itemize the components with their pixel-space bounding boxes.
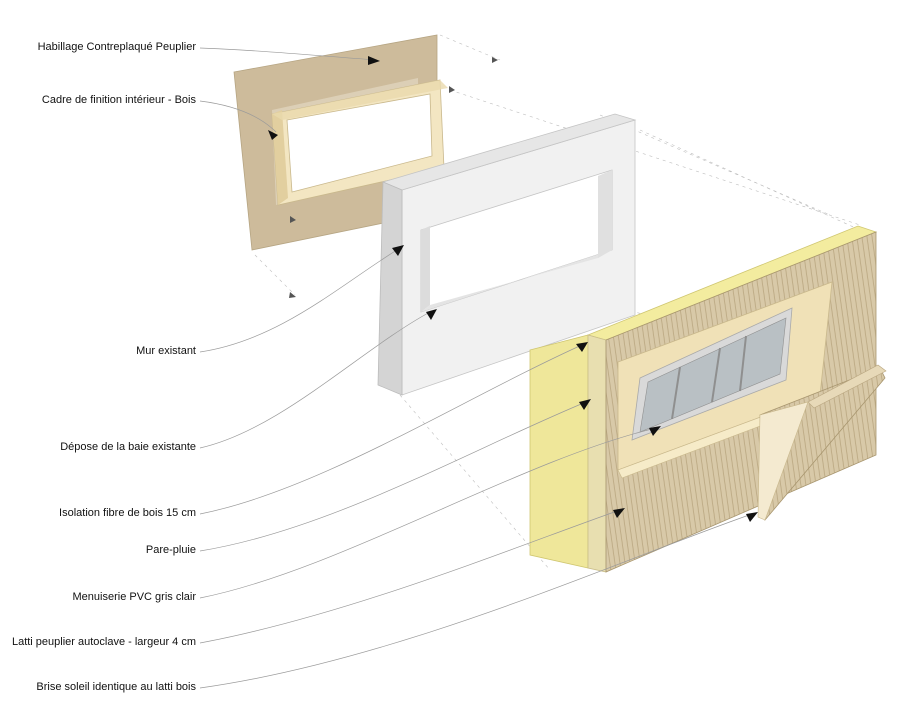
projection-lines (254, 34, 871, 571)
window-mullion-3 (739, 335, 747, 392)
leader-lines (199, 47, 753, 689)
window-mullion-2 (711, 347, 721, 403)
arrow-habillage (368, 56, 380, 65)
label-pare-pluie: Pare-pluie (145, 544, 196, 556)
leader-habillage (199, 47, 377, 61)
label-menuiserie: Menuiserie PVC gris clair (72, 591, 196, 603)
frame-opening (286, 93, 433, 193)
label-latti: Latti peuplier autoclave - largeur 4 cm (11, 636, 196, 648)
label-depose: Dépose de la baie existante (60, 441, 196, 453)
label-mur: Mur existant (136, 345, 196, 357)
leader-cadre (199, 100, 277, 133)
label-brise-soleil: Brise soleil identique au latti bois (36, 681, 196, 693)
rain-screen-edge (587, 334, 607, 573)
insulated-cladding-assembly (529, 225, 878, 573)
leader-latti (199, 509, 621, 644)
sun-shade-panel (757, 364, 887, 522)
window-mullion-1 (671, 366, 681, 420)
wall-side-face (377, 181, 403, 396)
leader-pare-pluie (199, 401, 587, 552)
arrow-isolation (576, 342, 588, 352)
arrow-brise-soleil (746, 512, 758, 522)
leader-arrowheads (268, 56, 758, 522)
wall-opening-reveal-right (598, 170, 612, 258)
arrow-depose (426, 309, 437, 320)
arrow-latti (613, 508, 625, 518)
arrow-pare-pluie (579, 399, 591, 410)
label-cadre: Cadre de finition intérieur - Bois (41, 94, 196, 106)
arrow-cadre (268, 130, 278, 140)
frame-side-depth (272, 110, 288, 205)
inner-wood-frame (271, 79, 448, 206)
label-habillage: Habillage Contreplaqué Peuplier (37, 41, 196, 53)
leader-mur (199, 247, 401, 353)
leader-depose (199, 311, 431, 449)
wall-opening-reveal-bottom (421, 250, 612, 312)
window-glass (639, 317, 787, 433)
existing-wall (377, 113, 637, 396)
frame-top-depth (272, 80, 448, 120)
wall-opening-reveal-left (421, 226, 430, 312)
leader-brise-soleil (199, 513, 753, 689)
arrow-menuiserie (649, 426, 661, 436)
sun-shade-side (757, 401, 809, 521)
projection-markers (289, 57, 498, 298)
sun-shade-top (807, 364, 887, 409)
label-isolation: Isolation fibre de bois 15 cm (59, 507, 196, 519)
leader-isolation (199, 343, 585, 515)
arrow-mur (392, 245, 404, 256)
leader-menuiserie (199, 427, 657, 599)
